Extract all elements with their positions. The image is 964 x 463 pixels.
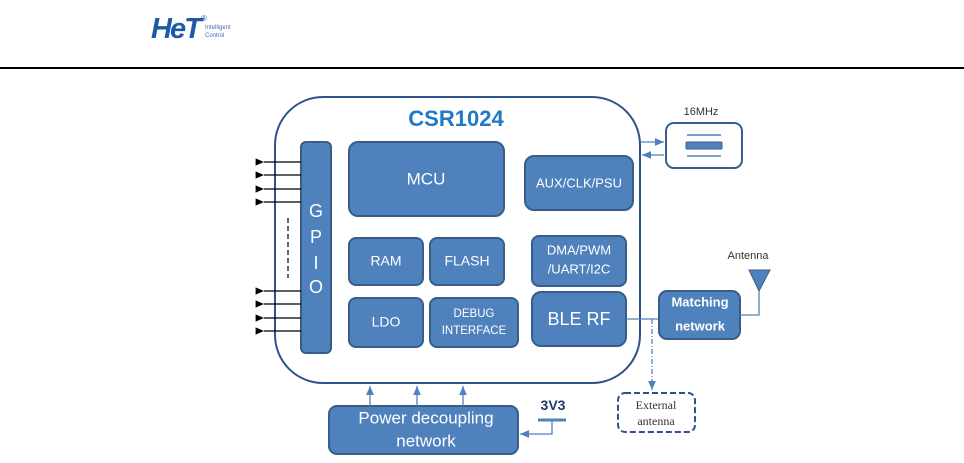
antenna-label: Antenna [728, 250, 770, 262]
svg-text:I: I [313, 253, 318, 273]
matching-label-line2: network [675, 318, 726, 333]
power-label-line2: network [396, 431, 456, 450]
power-label-line1: Power decoupling [358, 408, 493, 427]
dma-label-line1: DMA/PWM [547, 242, 611, 257]
svg-text:O: O [309, 277, 323, 297]
ble-rf-label: BLE RF [547, 309, 610, 329]
external-antenna-line1: External [636, 398, 677, 412]
svg-text:G: G [309, 201, 323, 221]
chip-title: CSR1024 [408, 106, 504, 131]
crystal-icon [686, 142, 722, 149]
dma-label-line2: /UART/I2C [548, 261, 611, 276]
flash-label: FLASH [444, 253, 489, 269]
debug-interface-block [430, 298, 518, 347]
ldo-label: LDO [372, 314, 401, 330]
supply-label: 3V3 [541, 397, 566, 413]
ram-label: RAM [370, 253, 401, 269]
mcu-label: MCU [407, 169, 446, 188]
supply-arrow [520, 420, 552, 434]
antenna-icon [749, 270, 770, 291]
power-arrows [370, 386, 463, 406]
aux-clk-psu-label: AUX/CLK/PSU [536, 175, 622, 190]
debug-label-line2: INTERFACE [442, 325, 507, 337]
crystal-label: 16MHz [684, 106, 719, 118]
debug-label-line1: DEBUG [454, 308, 495, 320]
antenna-feed-line [740, 291, 759, 315]
gpio-block [301, 142, 331, 353]
matching-label-line1: Matching [671, 294, 728, 309]
svg-text:P: P [310, 227, 322, 247]
external-antenna-line2: antenna [637, 414, 675, 428]
